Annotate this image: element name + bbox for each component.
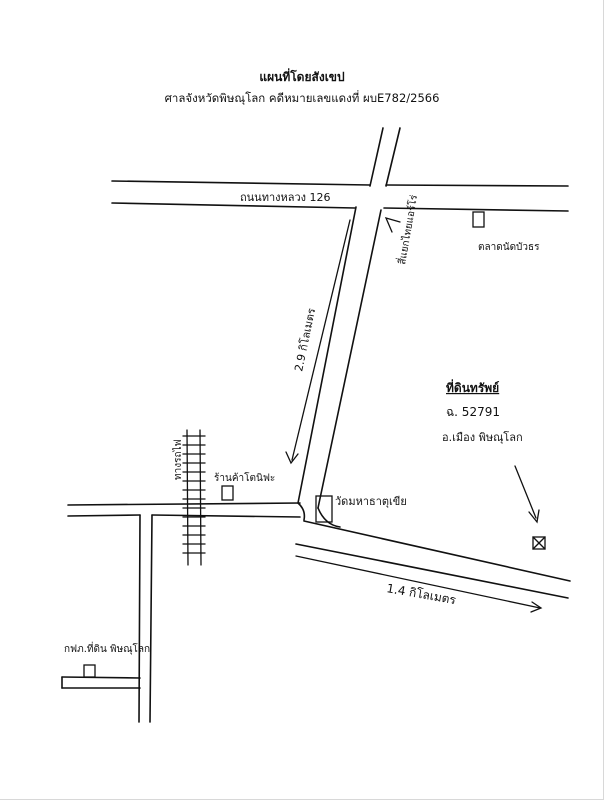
office-building <box>83 664 96 678</box>
distance-north-label: 2.9 กิโลเมตร <box>291 307 318 373</box>
market-building <box>472 211 485 228</box>
distance-east-label: 1.4 กิโลเมตร <box>385 581 457 607</box>
map-subtitle: ศาลจังหวัดพิษณุโลก คดีหมายเลขแดงที่ ผบE7… <box>164 91 440 105</box>
property-title-label: ที่ดินทรัพย์ <box>446 379 499 395</box>
highway-126 <box>111 180 569 212</box>
crossed-box-icon <box>532 536 546 550</box>
office-road <box>61 676 141 689</box>
arrow-down-icon <box>285 219 351 465</box>
temple-building <box>315 495 333 523</box>
south-road <box>138 514 153 723</box>
railway-label: ทางรถไฟ <box>172 439 184 480</box>
deed-number-label: ฉ. 52791 <box>446 405 500 419</box>
shop-label: ร้านค้าโตนิฟะ <box>214 471 275 484</box>
west-road <box>67 502 301 518</box>
office-label: กฟภ.ที่ดิน พิษณุโลก <box>64 641 150 655</box>
intersection-label: สี่แยกไทยแอร์โร่ <box>394 193 420 265</box>
arrow-up-icon <box>384 216 401 233</box>
highway-label: ถนนทางหลวง 126 <box>240 191 331 204</box>
junction-curve-west <box>297 502 306 521</box>
junction-curve-east <box>317 507 341 528</box>
location-label: อ.เมือง พิษณุโลก <box>442 430 523 444</box>
property-pointer-arrow <box>514 465 540 524</box>
arrow-right-icon <box>295 555 543 613</box>
market-label: ตลาดนัดบัวธร <box>478 242 540 253</box>
railway-track <box>182 429 206 566</box>
shop-building <box>221 485 234 501</box>
east-road <box>295 520 571 599</box>
diagonal-road <box>297 206 382 509</box>
map-title: แผนที่โดยสังเขป <box>259 70 345 84</box>
north-road-stub <box>369 127 401 187</box>
temple-label: วัดมหาธาตุเขีย <box>335 495 407 508</box>
